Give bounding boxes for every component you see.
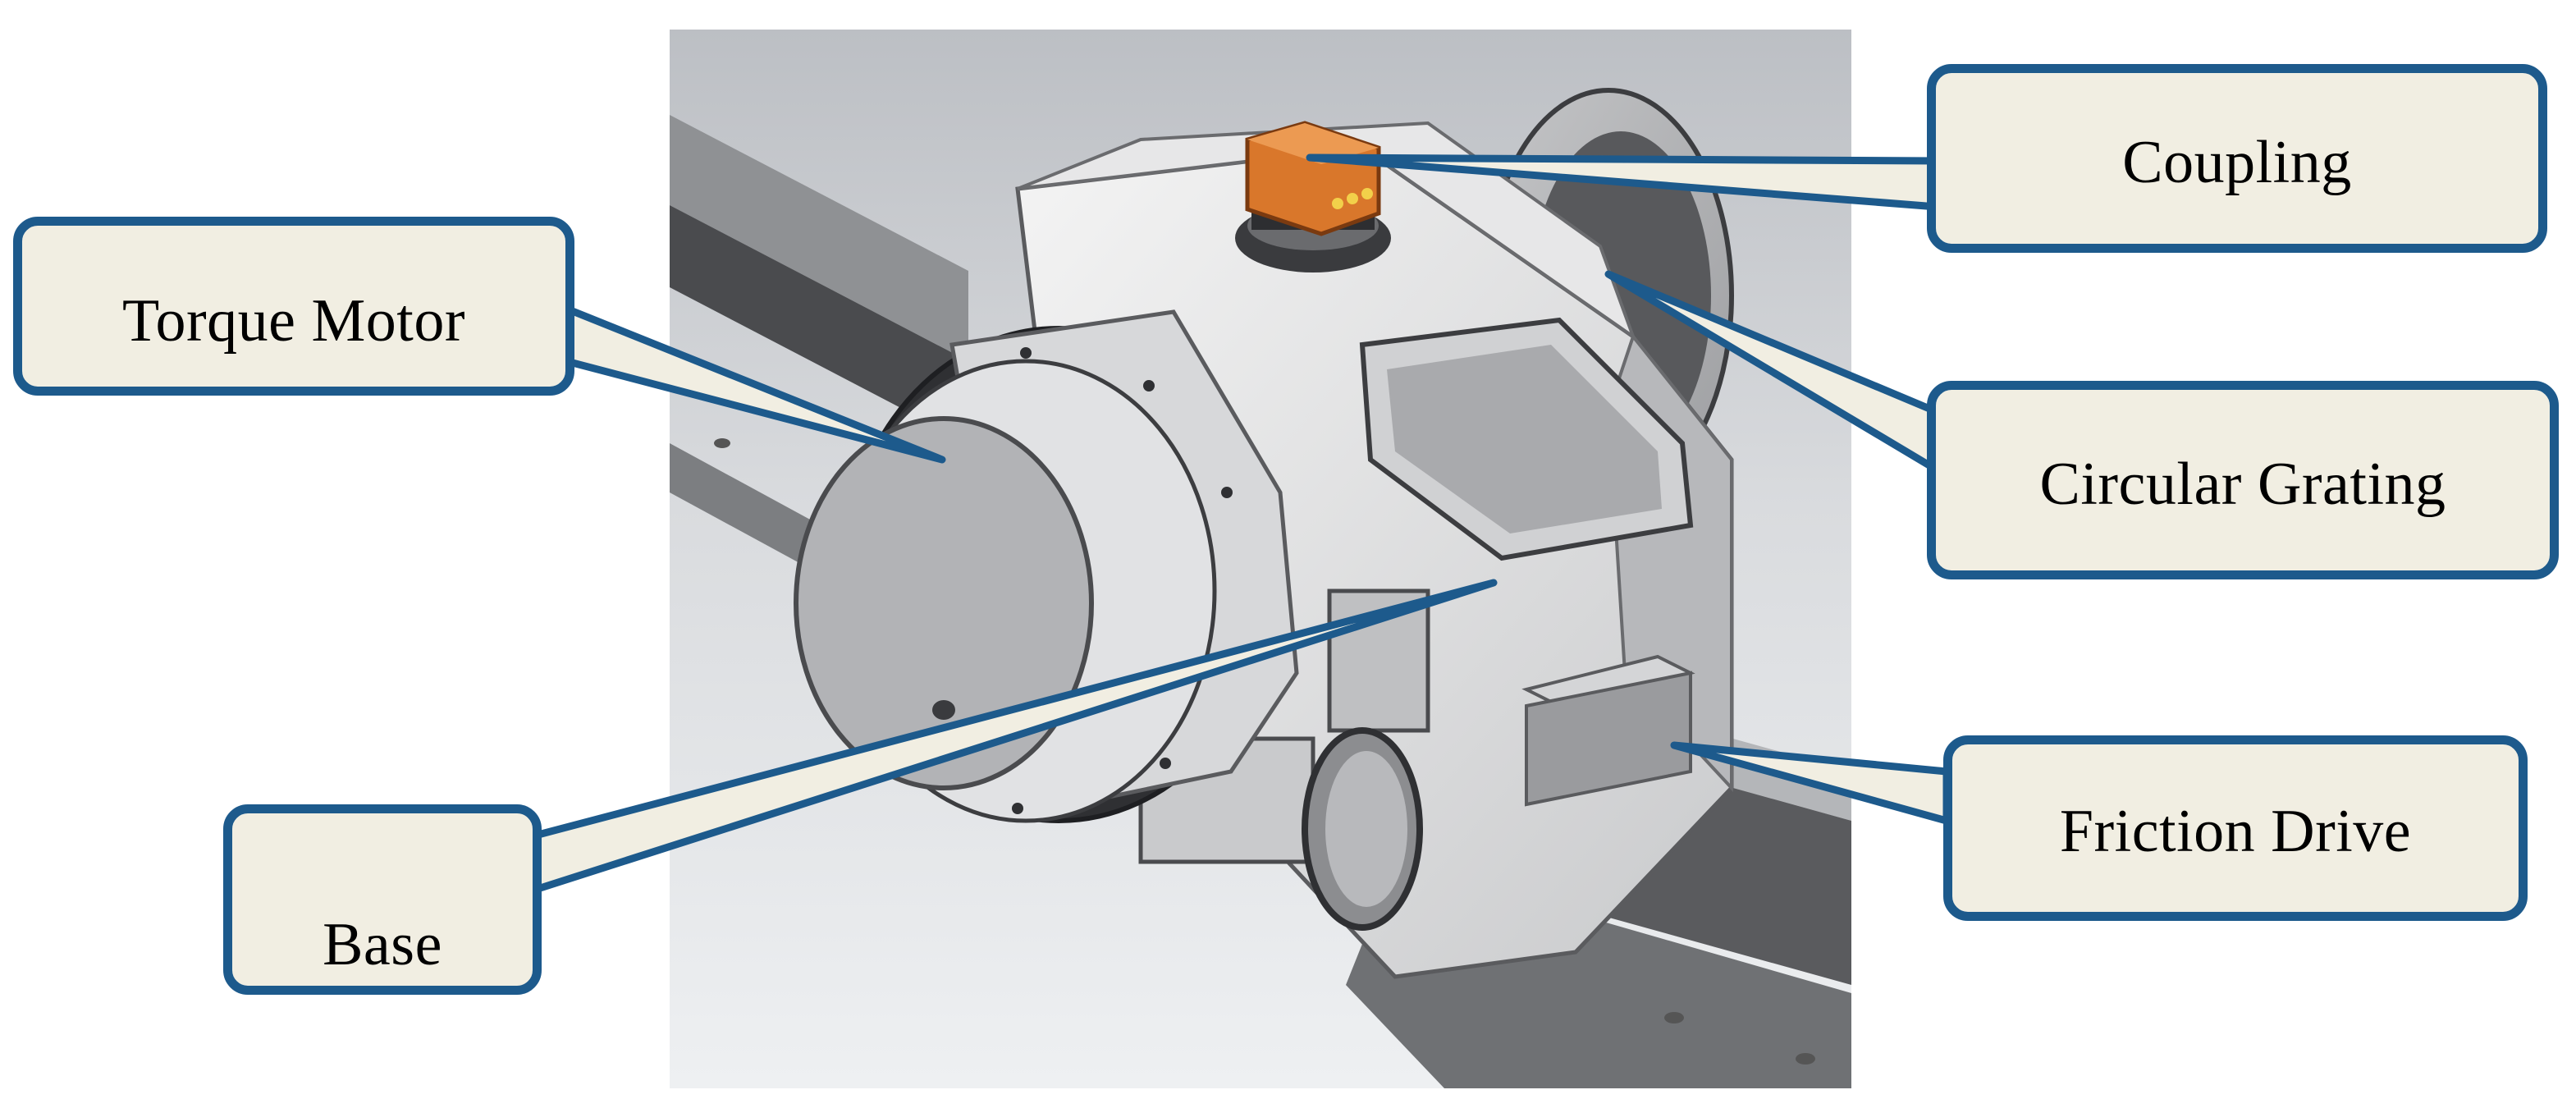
torque-motor-label: Torque Motor [121, 286, 466, 355]
callout-circular-grating: Circular Grating [1927, 381, 2559, 579]
coupling-label: Coupling [2122, 128, 2352, 196]
left-rail-face [670, 205, 968, 443]
callout-friction-drive: Friction Drive [1943, 735, 2528, 921]
callout-base: Base [223, 804, 542, 995]
friction-drive-face [1525, 671, 1692, 807]
left-rail-top [670, 115, 968, 361]
friction-drive-label: Friction Drive [2059, 797, 2412, 865]
callout-coupling: Coupling [1927, 64, 2547, 253]
circular-grating-label: Circular Grating [2039, 450, 2446, 518]
torque-motor-cover [794, 416, 1094, 790]
base-label: Base [323, 910, 442, 978]
callout-torque-motor: Torque Motor [13, 217, 574, 396]
leader-lines [531, 153, 1951, 894]
lower-rail-face [670, 443, 821, 575]
